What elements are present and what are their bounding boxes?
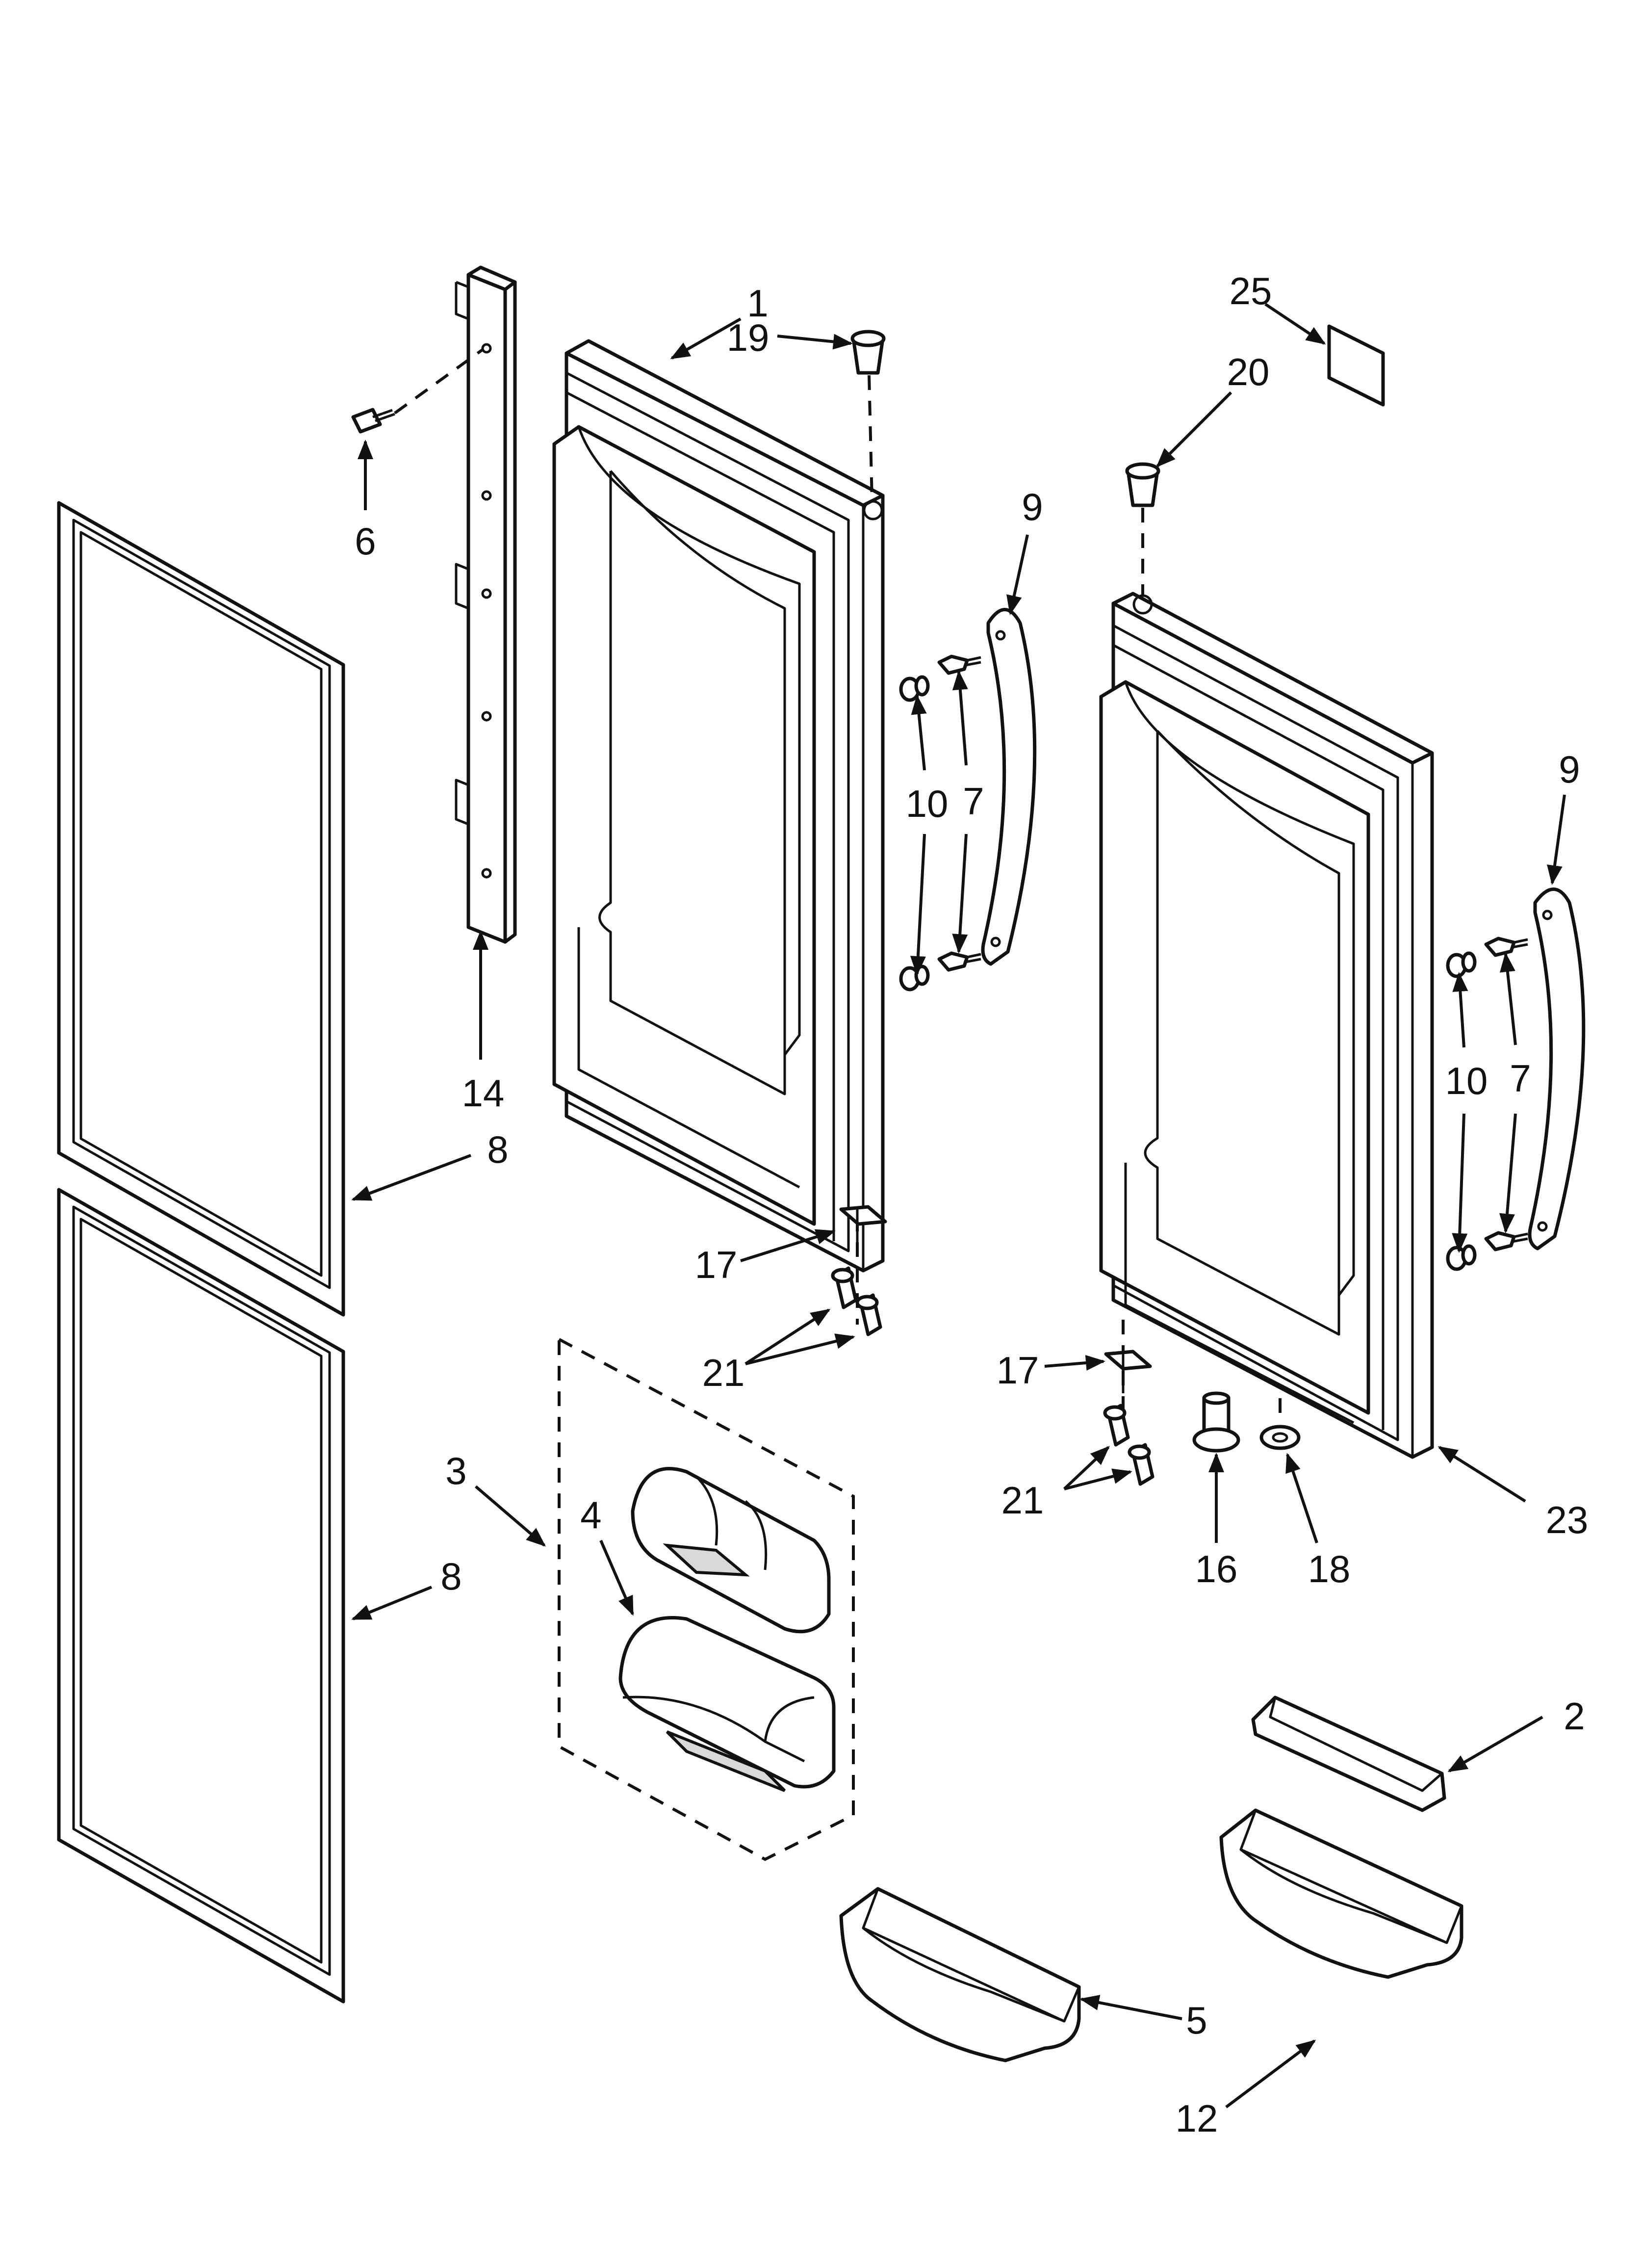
callout-16: 16	[1195, 1547, 1238, 1590]
callout-23: 23	[1546, 1498, 1589, 1541]
label-25	[1327, 324, 1385, 407]
callout-21-right: 21	[1001, 1479, 1044, 1522]
callout-1: 1	[747, 282, 768, 325]
screw-6	[351, 348, 484, 434]
callout-20: 20	[1227, 350, 1270, 393]
callout-6: 6	[355, 520, 376, 563]
hinge-strip	[455, 265, 517, 944]
door-bin-5	[839, 1887, 1081, 2062]
callout-8-lower: 8	[440, 1555, 462, 1598]
washer-18	[1259, 1398, 1301, 1450]
callout-17-left: 17	[695, 1243, 738, 1286]
callout-21-left: 21	[702, 1351, 745, 1394]
callout-25: 25	[1230, 269, 1272, 313]
door-right	[1099, 592, 1434, 1459]
callout-9-right: 9	[1559, 748, 1580, 791]
callout-labels: 1 19 25 20 6 9 9 10 7 10 7 14 8 17 21 17…	[355, 269, 1588, 2140]
callout-4: 4	[580, 1493, 601, 1537]
callout-12: 12	[1176, 2097, 1218, 2140]
callout-7-right: 7	[1510, 1057, 1531, 1100]
callout-19: 19	[727, 316, 770, 359]
dairy-door-assembly	[558, 1337, 855, 1861]
callout-9-left: 9	[1022, 485, 1043, 528]
bin-cover-2	[1251, 1695, 1446, 1812]
hinge-pin-16	[1192, 1391, 1240, 1453]
callout-7-left: 7	[963, 780, 984, 823]
callout-18: 18	[1308, 1547, 1351, 1590]
callout-10-right: 10	[1445, 1059, 1488, 1102]
plug-19	[850, 330, 886, 501]
hinge-bracket-right	[1104, 1320, 1152, 1423]
callout-3: 3	[445, 1449, 466, 1492]
dairy-bin	[618, 1616, 836, 1792]
screws-7-right	[1484, 937, 1528, 1251]
screws-21-right	[1103, 1404, 1155, 1486]
callout-2: 2	[1564, 1694, 1585, 1738]
dairy-door-cover	[631, 1467, 831, 1634]
door-bin-12	[1219, 1808, 1463, 1979]
washers-10-left	[899, 675, 930, 991]
callout-8-upper: 8	[487, 1128, 508, 1171]
leader-lines	[351, 303, 1566, 2109]
callout-14: 14	[462, 1071, 505, 1115]
door-handle-right	[1528, 887, 1586, 1251]
door-left	[552, 339, 885, 1273]
callout-17-right: 17	[997, 1349, 1039, 1392]
screws-7-left	[937, 654, 981, 972]
door-gasket-lower	[57, 1188, 345, 2004]
door-handle-left	[981, 608, 1037, 966]
callout-10-left: 10	[906, 782, 949, 825]
door-gasket-upper	[57, 501, 345, 1317]
screws-21-left	[831, 1266, 882, 1336]
plug-20	[1125, 462, 1160, 596]
callout-5: 5	[1186, 1999, 1207, 2042]
